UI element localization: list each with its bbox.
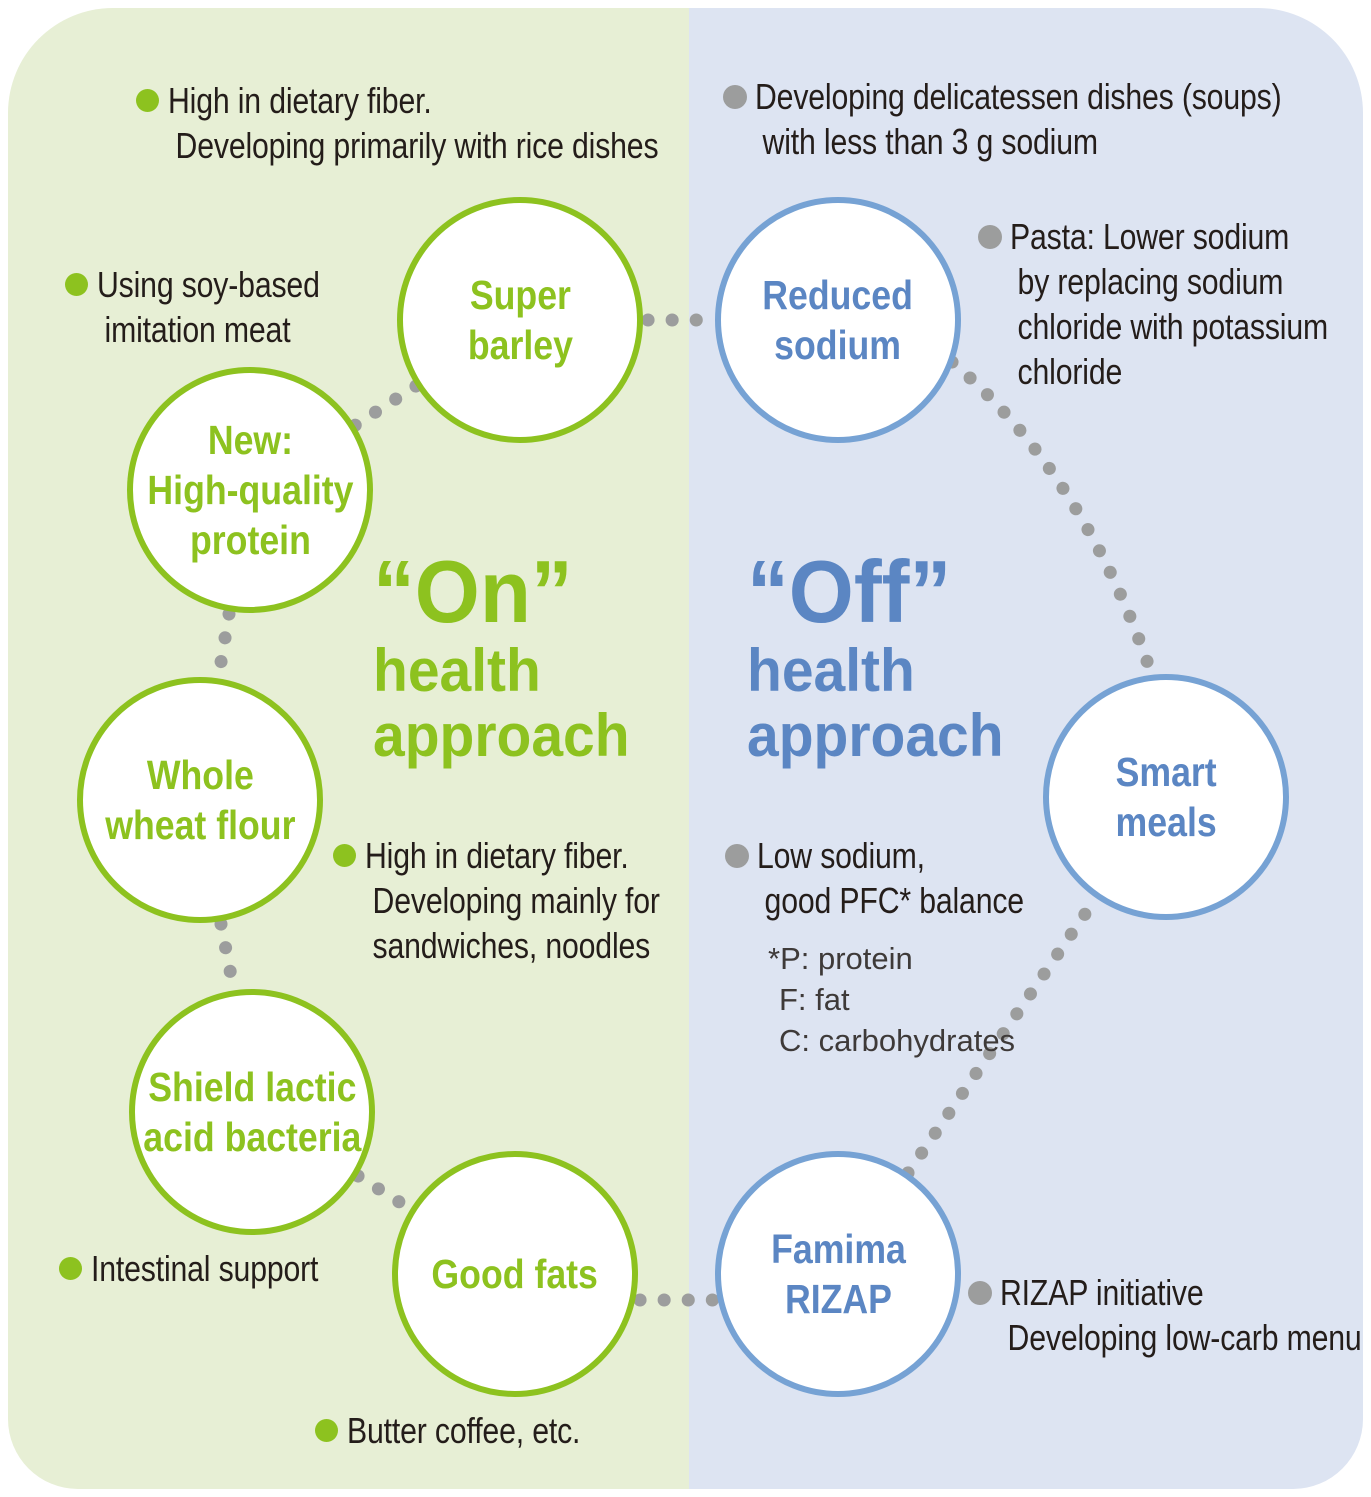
off-health-approach-title: “Off” health approach [747,542,1017,769]
connector-famimarizap-smartmeals [901,891,1103,1180]
note-lines: High in dietary fiber. Developing mainly… [365,833,660,968]
note-butter-coffee: Butter coffee, etc. [315,1408,625,1453]
note-line: Developing primarily with rice dishes [175,125,659,166]
pfc-footnote: *P: protein F: fat C: carbohydrates [768,938,1015,1061]
connector-protein-wholewheat [212,607,236,681]
bullet-icon [136,89,159,112]
note-line: sandwiches, noodles [372,925,651,966]
circle-label: Super barley [467,270,572,370]
note-intestinal: Intestinal support [59,1246,362,1291]
circle-label-line: protein [189,517,311,563]
note-line: Developing low-carb menu [1007,1317,1362,1358]
note-line: imitation meat [104,309,291,350]
circle-label-line: wheat flour [104,802,296,848]
note-lines: Developing delicatessen dishes (soups) w… [755,74,1282,164]
footnote-line: C: carbohydrates [779,1023,1016,1058]
note-lines: Using soy-based imitation meat [97,262,320,352]
note-soy-meat: Using soy-based imitation meat [65,262,362,352]
footnote-line: F: fat [779,982,850,1017]
note-lines: High in dietary fiber. Developing primar… [168,78,659,168]
note-line: High in dietary fiber. [168,80,432,121]
note-pasta: Pasta: Lower sodium by replacing sodium … [978,214,1371,394]
title-line: health [373,637,541,704]
circle-label-line: RIZAP [784,1276,892,1322]
connector-shieldlactic-goodfats [351,1169,419,1217]
bullet-icon [723,85,747,109]
circle-reduced-sodium: Reduced sodium [715,197,961,443]
circle-label-line: Super [469,272,571,318]
connector-superbarley-protein [347,379,423,433]
note-rizap: RIZAP initiative Developing low-carb men… [968,1270,1371,1360]
title-line: approach [747,702,1004,769]
note-line: good PFC* balance [764,880,1025,921]
circle-good-fats: Good fats [392,1151,638,1397]
note-super-barley: High in dietary fiber. Developing primar… [136,78,752,168]
circle-label: Whole wheat flour [105,750,295,850]
bullet-icon [978,225,1002,249]
circle-label-line: barley [467,322,573,368]
bullet-icon [315,1419,338,1442]
circle-label: Famima RIZAP [771,1224,906,1324]
circle-shield-lactic-acid-bacteria: Shield lactic acid bacteria [129,989,375,1235]
note-line: Developing mainly for [372,880,660,921]
note-line: Using soy-based [97,264,320,305]
circle-famima-rizap: Famima RIZAP [715,1151,961,1397]
circle-label-line: Whole [146,752,254,798]
connector-reducedsodium-smartmeals [945,355,1155,671]
circle-label-line: meals [1115,799,1217,845]
note-line: with less than 3 g sodium [762,121,1099,162]
circle-whole-wheat-flour: Whole wheat flour [77,677,323,923]
note-lines: Butter coffee, etc. [347,1408,580,1453]
circle-label-line: Shield lactic [147,1064,357,1110]
note-line: Low sodium, [757,835,925,876]
circle-label-line: sodium [774,322,902,368]
circle-label-line: High-quality [146,467,354,513]
title-line: “On” [373,542,573,641]
title-line: approach [373,702,630,769]
title-line: “Off” [747,542,952,641]
circle-label-line: New: [207,417,293,463]
circle-label-line: Famima [770,1226,906,1272]
note-line: Butter coffee, etc. [347,1410,581,1451]
note-line: High in dietary fiber. [365,835,629,876]
title-line: health [747,637,915,704]
circle-label-line: Good fats [431,1251,599,1297]
circle-smart-meals: Smart meals [1043,674,1289,920]
bullet-icon [968,1281,992,1305]
note-low-sodium-pfc: Low sodium, good PFC* balance [725,833,1075,923]
circle-label: Shield lactic acid bacteria [143,1062,361,1162]
note-line: Intestinal support [91,1248,319,1289]
note-delicatessen: Developing delicatessen dishes (soups) w… [723,74,1371,164]
bullet-icon [65,273,88,296]
note-line: chloride with potassium [1017,306,1329,347]
circle-label: Reduced sodium [763,270,914,370]
circle-super-barley: Super barley [397,197,643,443]
note-line: by replacing sodium [1017,261,1284,302]
note-lines: Pasta: Lower sodium by replacing sodium … [1010,214,1328,394]
bullet-icon [725,844,749,868]
note-line: Pasta: Lower sodium [1010,216,1290,257]
bullet-icon [333,844,356,867]
circle-label: Good fats [432,1249,598,1299]
note-line: chloride [1017,351,1123,392]
circle-label: New: High-quality protein [147,415,353,565]
connector-wholewheat-shieldlactic [214,917,240,993]
footnote-line: *P: protein [768,941,913,976]
note-lines: Low sodium, good PFC* balance [757,833,1024,923]
note-line: RIZAP initiative [1000,1272,1204,1313]
bullet-icon [59,1257,82,1280]
note-whole-wheat: High in dietary fiber. Developing mainly… [333,833,716,968]
note-lines: RIZAP initiative Developing low-carb men… [1000,1270,1362,1360]
circle-new-high-quality-protein: New: High-quality protein [127,367,373,613]
circle-label: Smart meals [1115,747,1216,847]
circle-label-line: Smart [1115,749,1217,795]
circle-label-line: Reduced [762,272,914,318]
note-lines: Intestinal support [91,1246,318,1291]
circle-label-line: acid bacteria [142,1114,362,1160]
on-health-approach-title: “On” health approach [373,542,643,769]
note-line: Developing delicatessen dishes (soups) [755,76,1282,117]
